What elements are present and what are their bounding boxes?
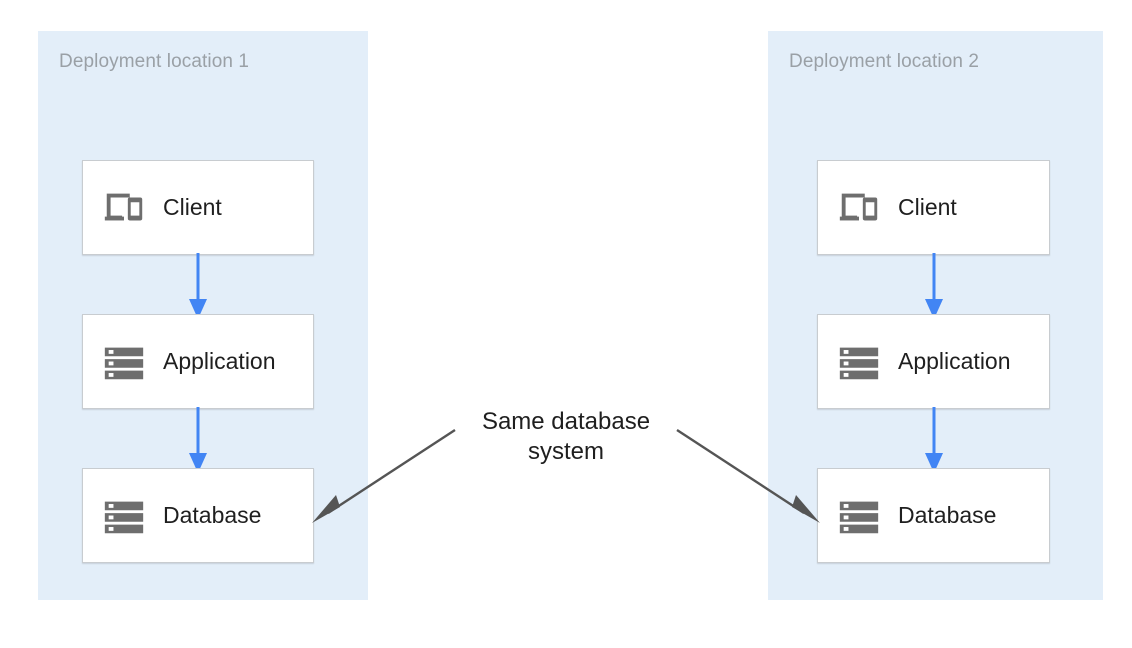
node-application-1-label: Application — [163, 348, 276, 374]
node-database-2-label: Database — [898, 502, 997, 528]
server-icon — [101, 493, 147, 539]
server-icon — [836, 339, 882, 385]
node-application-2-label: Application — [898, 348, 1011, 374]
node-application-1[interactable]: Application — [82, 314, 314, 409]
node-application-2[interactable]: Application — [817, 314, 1050, 409]
server-icon — [101, 339, 147, 385]
arrow-application-to-database-2 — [925, 407, 943, 473]
node-database-2[interactable]: Database — [817, 468, 1050, 563]
node-client-1[interactable]: Client — [82, 160, 314, 255]
arrow-client-to-application-2 — [925, 253, 943, 319]
node-client-1-label: Client — [163, 194, 222, 220]
node-client-2[interactable]: Client — [817, 160, 1050, 255]
devices-icon — [836, 185, 882, 231]
arrow-client-to-application-1 — [189, 253, 207, 319]
node-database-1[interactable]: Database — [82, 468, 314, 563]
callout-arrow-right — [676, 428, 820, 523]
server-icon — [836, 493, 882, 539]
devices-icon — [101, 185, 147, 231]
callout-label: Same database system — [481, 408, 651, 465]
callout-arrow-left — [312, 428, 456, 523]
node-database-1-label: Database — [163, 502, 262, 528]
deployment-zone-2-label: Deployment location 2 — [789, 51, 980, 72]
node-client-2-label: Client — [898, 194, 957, 220]
deployment-zone-1-label: Deployment location 1 — [59, 51, 250, 72]
arrow-application-to-database-1 — [189, 407, 207, 473]
